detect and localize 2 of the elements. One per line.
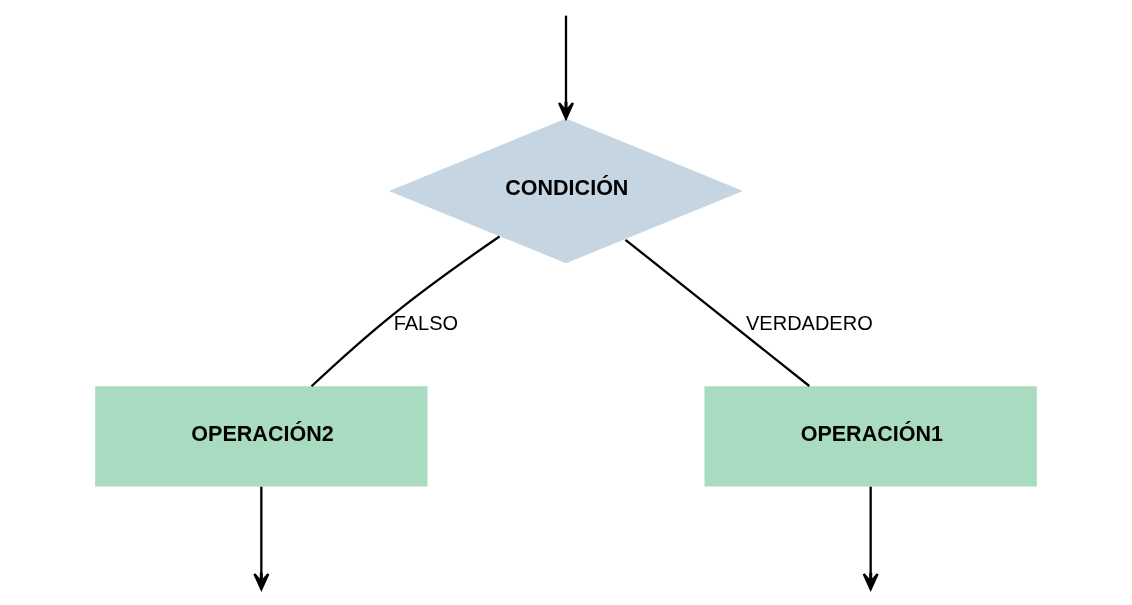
edge-label: VERDADERO <box>746 312 873 335</box>
edge-label: FALSO <box>393 312 459 335</box>
